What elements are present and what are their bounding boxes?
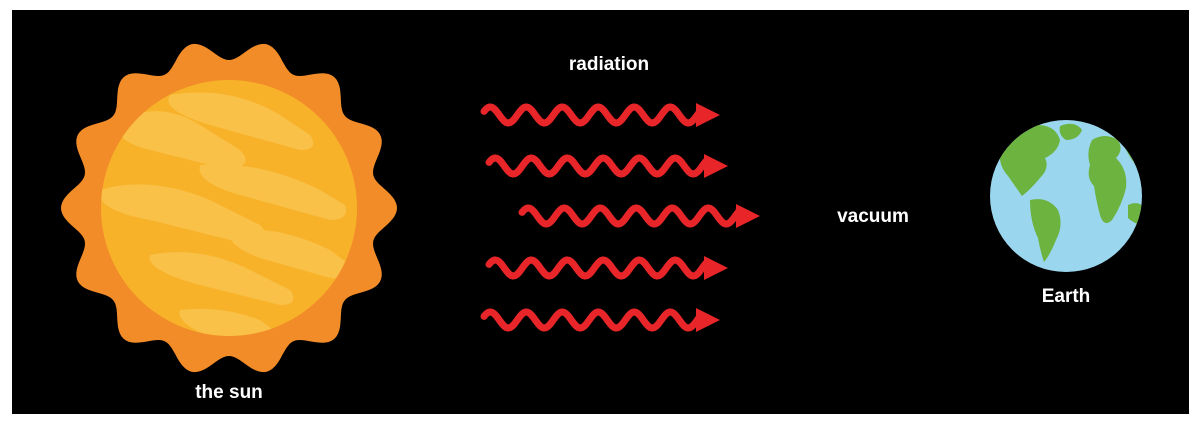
wave-line xyxy=(485,256,711,280)
arrow-head xyxy=(696,103,720,127)
vacuum-label: vacuum xyxy=(837,206,909,227)
arrow-head xyxy=(736,204,760,228)
earth-label: Earth xyxy=(1042,286,1091,307)
wavy-arrow-icon xyxy=(485,256,728,280)
globe-icon xyxy=(990,120,1142,272)
wavy-arrow-icon xyxy=(518,204,760,228)
sun-icon xyxy=(61,43,397,373)
sun-surface-stripes xyxy=(101,92,350,336)
wave-line xyxy=(485,154,711,178)
wave-line xyxy=(518,204,744,228)
earth-continents xyxy=(999,123,1142,262)
wavy-arrow-icon xyxy=(485,154,728,178)
wave-line xyxy=(480,308,704,332)
arrow-head xyxy=(704,256,728,280)
radiation-arrows xyxy=(480,103,760,332)
sun-label: the sun xyxy=(195,382,263,403)
radiation-label: radiation xyxy=(569,54,649,75)
wave-line xyxy=(480,103,704,127)
wavy-arrow-icon xyxy=(480,308,720,332)
arrow-head xyxy=(696,308,720,332)
arrow-head xyxy=(704,154,728,178)
wavy-arrow-icon xyxy=(480,103,720,127)
